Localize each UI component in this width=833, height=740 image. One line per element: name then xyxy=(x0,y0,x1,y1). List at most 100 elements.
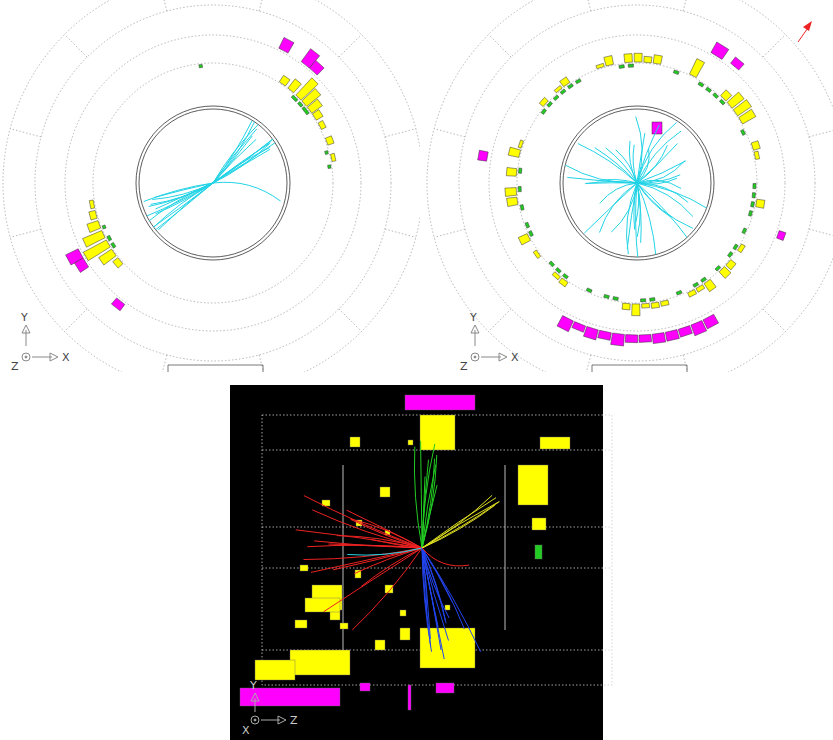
muon-hit xyxy=(309,60,324,75)
calorimeter-tower xyxy=(704,279,716,291)
preshower-hit xyxy=(713,93,719,99)
calorimeter-tower xyxy=(331,153,336,161)
preshower-hit xyxy=(541,109,547,115)
axis-label: X xyxy=(511,352,519,364)
preshower-hit xyxy=(302,107,309,115)
calorimeter-tower xyxy=(632,304,640,316)
preshower-hit xyxy=(619,65,625,69)
sector-tick xyxy=(489,35,512,58)
sector-tick xyxy=(583,0,591,11)
calorimeter-tower xyxy=(307,99,322,113)
end-view-right xyxy=(427,0,833,372)
track xyxy=(578,144,637,184)
preshower-hit xyxy=(298,102,304,108)
track xyxy=(636,117,642,184)
track xyxy=(213,121,252,183)
detector-layer xyxy=(262,527,612,528)
side-view-ground xyxy=(230,385,603,740)
calorimeter-tower xyxy=(113,258,123,268)
track xyxy=(213,148,270,184)
calorimeter-tower xyxy=(756,199,765,208)
energy-deposit xyxy=(405,395,475,410)
muon-hit xyxy=(111,298,124,311)
energy-deposit xyxy=(408,440,413,445)
sector-tick xyxy=(809,129,833,137)
calorimeter-tower xyxy=(644,56,652,63)
track xyxy=(584,183,637,233)
calorimeter-tower xyxy=(604,56,614,67)
end-view-left xyxy=(3,0,420,372)
track xyxy=(422,495,492,548)
preshower-hit xyxy=(613,297,619,301)
preshower-hit xyxy=(549,261,555,267)
calorimeter-tower xyxy=(506,168,517,177)
muon-hit xyxy=(478,150,489,161)
track xyxy=(296,530,422,548)
track xyxy=(333,548,422,570)
preshower-hit xyxy=(111,242,116,248)
muon-hit xyxy=(777,231,786,241)
preshower-hit xyxy=(553,95,559,101)
track xyxy=(422,459,435,548)
track xyxy=(414,447,422,548)
calorimeter-tower xyxy=(508,147,520,157)
energy-deposit xyxy=(532,518,546,530)
preshower-hit xyxy=(728,252,734,258)
calorimeter-outer xyxy=(65,35,361,331)
track xyxy=(422,460,429,548)
calorimeter-outer xyxy=(489,35,785,331)
preshower-hit xyxy=(325,151,329,155)
calorimeter-tower xyxy=(624,54,633,63)
calorimeter-tower xyxy=(754,151,760,160)
preshower-hit xyxy=(742,228,747,234)
muon-hit xyxy=(678,326,692,338)
track xyxy=(311,548,422,572)
tracker-wall xyxy=(560,106,714,260)
energy-deposit xyxy=(400,628,410,640)
track xyxy=(422,548,446,623)
calorimeter-tower xyxy=(560,77,570,87)
sector-tick xyxy=(683,0,691,11)
preshower-hit xyxy=(547,102,553,108)
track xyxy=(637,183,656,256)
track xyxy=(422,548,431,647)
detector-layer xyxy=(262,568,612,569)
preshower-hit xyxy=(676,290,682,295)
track xyxy=(153,183,213,232)
calorimeter-tower xyxy=(719,267,731,279)
track xyxy=(312,510,422,548)
calorimeter-tower xyxy=(518,140,523,148)
energy-deposit xyxy=(255,660,295,680)
sector-tick xyxy=(434,229,465,237)
preshower-hit xyxy=(529,231,534,237)
muon-hit xyxy=(711,42,729,59)
axis-label: Y xyxy=(21,312,28,324)
track xyxy=(585,182,637,184)
preshower-hit xyxy=(741,129,746,135)
muon-hit xyxy=(584,327,599,341)
energy-deposit xyxy=(340,623,348,629)
preshower-hit xyxy=(650,298,656,302)
energy-deposit xyxy=(300,565,308,571)
calorimeter-tower xyxy=(312,110,323,121)
sector-tick xyxy=(583,355,591,372)
track xyxy=(156,183,214,209)
preshower-hit xyxy=(628,64,633,67)
energy-deposit xyxy=(290,650,350,675)
calorimeter-tower xyxy=(89,210,97,220)
preshower-hit xyxy=(698,82,704,87)
track xyxy=(422,548,464,629)
track xyxy=(634,183,637,230)
preshower-hit xyxy=(525,222,530,228)
energy-deposit xyxy=(445,605,450,610)
sector-tick xyxy=(809,229,833,237)
track xyxy=(636,183,639,263)
track xyxy=(567,177,637,183)
calorimeter-tower xyxy=(661,300,670,306)
energy-deposit xyxy=(540,437,570,449)
preshower-hit xyxy=(291,95,298,102)
calorimeter-tower xyxy=(325,136,334,145)
sector-tick xyxy=(385,229,416,237)
axis-label: Y xyxy=(250,680,257,692)
